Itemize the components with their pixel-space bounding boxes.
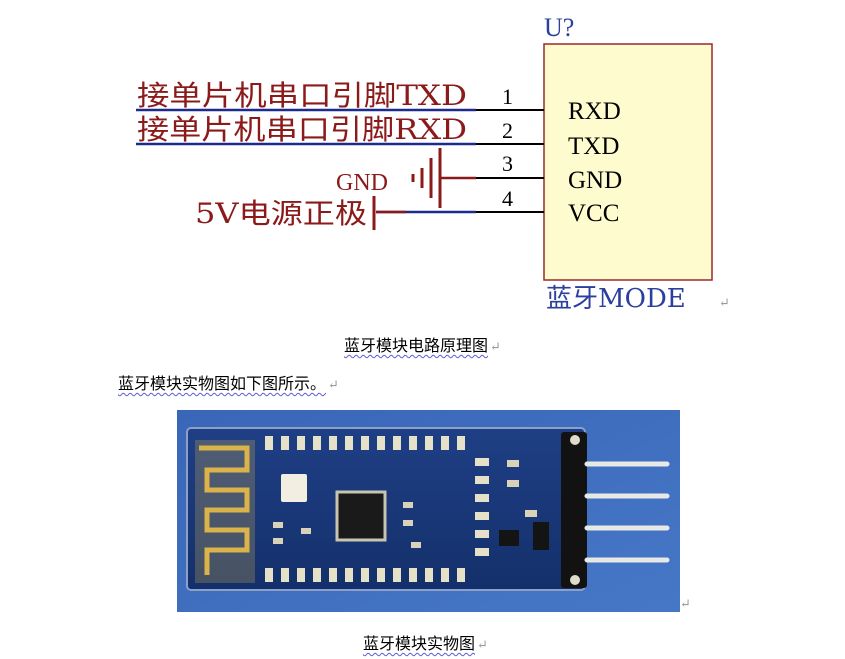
net-label-gnd: GND xyxy=(336,170,388,196)
paragraph-mark: ↵ xyxy=(719,296,730,311)
schematic-caption: 蓝牙模块电路原理图↵ xyxy=(344,332,501,356)
pin-name-1: RXD xyxy=(568,98,621,125)
ground-symbol-icon xyxy=(411,148,442,208)
net-label-txd: 接单片机串口引脚TXD xyxy=(137,79,467,112)
edge-pads-top xyxy=(265,436,465,450)
pin-number-2: 2 xyxy=(502,118,513,143)
photo-caption-text: 蓝牙模块实物图 xyxy=(363,634,476,653)
crystal xyxy=(281,474,307,502)
photo-caption: 蓝牙模块实物图↵ xyxy=(363,630,488,654)
antenna-trace xyxy=(199,445,250,575)
net-label-rxd: 接单片机串口引脚RXD xyxy=(137,113,467,146)
edge-pads-right xyxy=(475,458,489,556)
transistor xyxy=(533,522,549,550)
pin-number-1: 1 xyxy=(502,84,513,109)
regulator xyxy=(499,530,519,546)
pin-name-4: VCC xyxy=(568,200,619,227)
module-symbol-box xyxy=(543,43,713,281)
schematic-caption-text: 蓝牙模块电路原理图 xyxy=(344,336,489,355)
intro-text: 蓝牙模块实物图如下图所示。 xyxy=(118,374,327,393)
pin-number-4: 4 xyxy=(502,186,513,211)
mounting-holes xyxy=(570,435,580,585)
pin-name-3: GND xyxy=(568,167,622,194)
paragraph-mark: ↵ xyxy=(328,378,339,393)
component-ref: U? xyxy=(544,13,574,42)
header-housing xyxy=(561,432,587,588)
pin-name-2: TXD xyxy=(568,133,619,160)
net-label-5v: 5V电源正极 xyxy=(195,197,367,230)
intro-paragraph: 蓝牙模块实物图如下图所示。↵ xyxy=(118,370,339,394)
main-chip xyxy=(335,490,387,542)
header-pins xyxy=(584,461,670,563)
module-label: 蓝牙MODE xyxy=(546,284,686,314)
paragraph-mark: ↵ xyxy=(477,638,488,653)
edge-pads-bottom xyxy=(265,568,465,582)
paragraph-mark: ↵ xyxy=(490,340,501,355)
pin-number-3: 3 xyxy=(502,151,513,176)
paragraph-mark: ↵ xyxy=(680,597,691,612)
bluetooth-schematic: U? 蓝牙MODE RXD TXD GND VCC 1 2 3 4 接单片机串口… xyxy=(136,13,713,314)
bluetooth-module-photo xyxy=(177,410,680,612)
